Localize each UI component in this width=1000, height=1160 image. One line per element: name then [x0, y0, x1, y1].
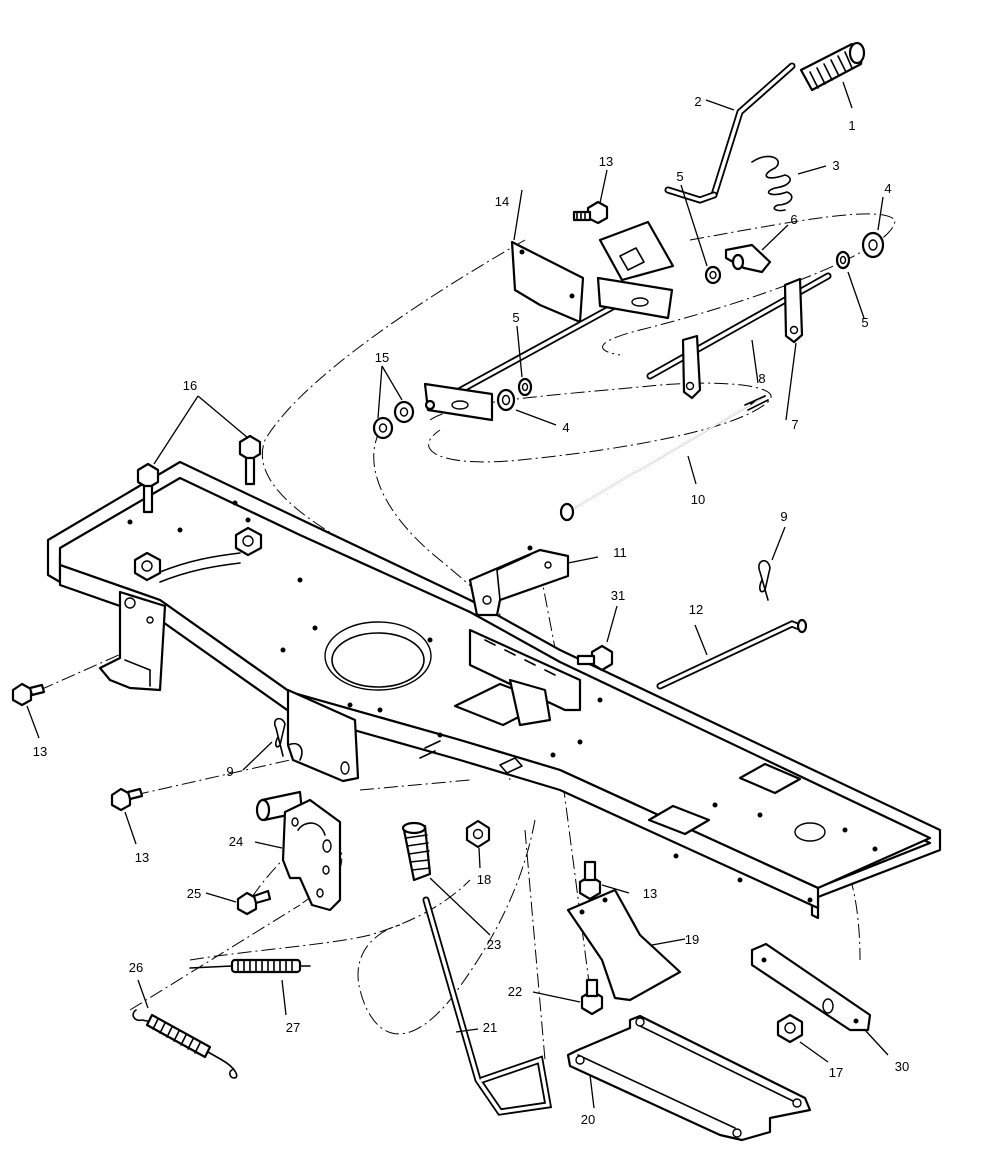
callout-1: 1 [848, 118, 855, 133]
bolt-13-left-upper [11, 682, 46, 707]
callout-leaders [26, 81, 889, 1109]
spring-27 [189, 958, 311, 974]
cross-shaft-assembly [423, 220, 675, 422]
bolt-16-right [238, 434, 262, 486]
washer-4-left [496, 388, 516, 412]
callout-13-left-lower: 13 [135, 850, 149, 865]
callout-13-left-upper: 13 [33, 744, 47, 759]
callout-25: 25 [187, 886, 201, 901]
callout-5-top: 5 [676, 169, 683, 184]
callout-2: 2 [694, 94, 701, 109]
callout-21: 21 [483, 1020, 497, 1035]
callout-9-left: 9 [226, 764, 233, 779]
callout-6: 6 [790, 212, 797, 227]
callout-19: 19 [685, 932, 699, 947]
mount-plate-14 [510, 240, 585, 324]
rod-10 [559, 395, 769, 522]
hitch-pin-9-left [274, 717, 286, 757]
bracket-11 [468, 545, 570, 617]
washers-15 [372, 400, 415, 440]
plate-19 [566, 888, 682, 1002]
frame-nut-left [133, 551, 162, 582]
bolt-13-left-lower [110, 787, 144, 812]
callout-27: 27 [286, 1020, 300, 1035]
callout-9-right: 9 [780, 509, 787, 524]
callout-4-right: 4 [884, 181, 891, 196]
callout-23: 23 [487, 937, 501, 952]
washer-5-middle [704, 265, 722, 285]
callout-10: 10 [691, 492, 705, 507]
callout-16: 16 [183, 378, 197, 393]
callout-26: 26 [129, 960, 143, 975]
arm-7-right [783, 277, 804, 344]
callout-5-right: 5 [861, 315, 868, 330]
nut-18 [465, 819, 491, 849]
rod-12 [656, 618, 808, 690]
callout-24: 24 [229, 834, 243, 849]
callout-22: 22 [508, 984, 522, 999]
callout-13-top: 13 [599, 154, 613, 169]
grip-knob-1 [799, 41, 866, 92]
lever-2 [664, 62, 796, 204]
grip-23 [401, 821, 432, 882]
arm-7-left [681, 334, 702, 400]
washer-5-left [517, 377, 533, 397]
callout-17: 17 [829, 1065, 843, 1080]
bracket-20 [566, 1014, 812, 1142]
callout-14: 14 [495, 194, 509, 209]
frame-slot-right [738, 762, 802, 795]
frame-nut-right [234, 526, 263, 557]
front-left-bracket [98, 590, 167, 692]
main-frame [46, 460, 942, 920]
callout-11: 11 [613, 545, 627, 560]
perforated-bracket [468, 628, 582, 727]
plate-30 [750, 942, 872, 1032]
callout-13-lower: 13 [643, 886, 657, 901]
callout-15: 15 [375, 350, 389, 365]
bolt-13-top [572, 200, 609, 225]
hitch-pin-9-right [758, 560, 771, 601]
frame-slot-center [647, 804, 711, 836]
callout-31: 31 [611, 588, 625, 603]
bolt-13-lower [578, 860, 602, 901]
callout-12: 12 [689, 602, 703, 617]
bolt-25 [236, 889, 272, 916]
callout-30: 30 [895, 1059, 909, 1074]
spring-3 [751, 155, 793, 212]
washer-4-right [861, 231, 885, 259]
callout-3: 3 [832, 158, 839, 173]
bolt-31 [576, 644, 614, 672]
rod-21 [422, 896, 553, 1116]
callout-7: 7 [791, 417, 798, 432]
callout-18: 18 [477, 872, 491, 887]
callout-labels: 1 2 3 4 4 5 5 5 6 7 8 9 9 10 11 12 13 13… [33, 94, 909, 1127]
nut-17 [776, 1013, 804, 1044]
bracket-24 [255, 790, 342, 912]
frame-opening [324, 621, 432, 691]
callout-20: 20 [581, 1112, 595, 1127]
bolt-22 [580, 978, 604, 1016]
callout-8: 8 [758, 371, 765, 386]
callout-4-left: 4 [562, 420, 569, 435]
key-6 [724, 243, 772, 274]
washer-5-right [835, 250, 851, 270]
spring-26 [132, 1009, 238, 1079]
callout-5-left: 5 [512, 310, 519, 325]
bolt-16-left [136, 462, 160, 514]
mount-plate-9 [286, 688, 360, 783]
